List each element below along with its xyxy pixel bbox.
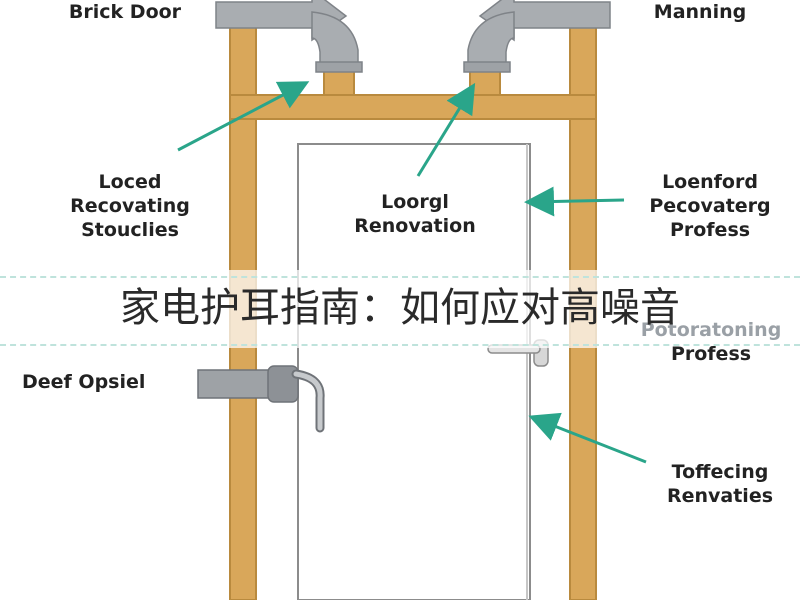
label-center-1: Loorgl <box>381 191 449 213</box>
label-right-upper: Loenford Pecovaterg Profess <box>620 170 800 242</box>
arrow-right-upper <box>524 186 625 217</box>
door-panel <box>297 143 531 600</box>
label-right-upper-3: Profess <box>669 219 751 241</box>
label-right-middle-faded: Potoratoning <box>640 319 782 341</box>
left-duct-elbow <box>311 11 359 67</box>
label-top-left: Brick Door <box>68 1 182 23</box>
label-right-upper-2: Pecovaterg <box>649 195 771 217</box>
right-duct-collar <box>463 61 511 73</box>
lock-cylinder <box>267 365 299 403</box>
header-beam <box>229 94 597 120</box>
arrow-right-lower <box>528 412 647 464</box>
banner-dash-top <box>0 276 800 278</box>
label-right-upper-1: Loenford <box>662 171 758 193</box>
banner-dash-bottom <box>0 344 800 346</box>
label-center: Loorgl Renovation <box>330 190 500 238</box>
arrow-center <box>416 82 476 177</box>
label-top-right: Manning <box>653 1 747 23</box>
label-right-lower-2: Renvaties <box>666 485 774 507</box>
label-right-middle: Profess <box>670 343 752 365</box>
label-right-lower: Toffecing Renvaties <box>640 460 800 508</box>
label-left-upper-1: Loced <box>98 171 162 193</box>
right-duct-elbow <box>467 11 515 67</box>
left-duct-collar <box>315 61 363 73</box>
banner-title: 家电护耳指南：如何应对高噪音 <box>120 285 680 331</box>
banner-band <box>0 270 800 348</box>
label-left-upper-3: Stouclies <box>81 219 179 241</box>
label-left-upper-2: Recovating <box>70 195 190 217</box>
arrow-left-upper <box>177 81 310 152</box>
lock-bar <box>197 369 271 399</box>
label-right-lower-1: Toffecing <box>671 461 769 483</box>
label-left-lower: Deef Opsiel <box>22 371 146 393</box>
label-center-2: Renovation <box>354 215 476 237</box>
lock-lever-inner <box>293 371 323 431</box>
label-left-upper: Loced Recovating Stouclies <box>40 170 220 242</box>
